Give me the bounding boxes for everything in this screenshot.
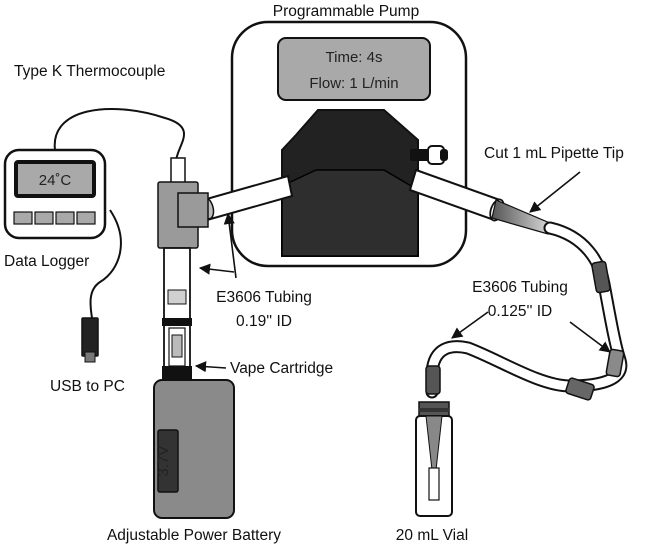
tubing-small-label-line2: 0.125'' ID <box>488 303 553 320</box>
logger-button <box>55 211 75 225</box>
logger-button <box>34 211 54 225</box>
logger-button <box>76 211 96 225</box>
tubing-large-label-line1: E3606 Tubing <box>216 289 312 306</box>
programmable-pump: Time: 4s Flow: 1 L/min <box>230 20 468 268</box>
tee-fitting <box>157 181 209 249</box>
usb-label: USB to PC <box>50 378 125 395</box>
pump-title-label: Programmable Pump <box>273 3 419 20</box>
thermocouple-label: Type K Thermocouple <box>14 63 165 80</box>
battery-display <box>157 429 179 493</box>
pump-head-lower <box>281 169 419 257</box>
usb-connector <box>81 317 99 357</box>
temperature-readout: 24˚C <box>39 172 72 189</box>
pump-flow-readout: Flow: 1 L/min <box>309 75 398 92</box>
pump-time-readout: Time: 4s <box>326 49 383 66</box>
arrow-vape-cartridge <box>194 361 227 373</box>
data-logger-label: Data Logger <box>4 253 89 270</box>
tubing-small-label-line1: E3606 Tubing <box>472 279 568 296</box>
arrow-tubing-small-left <box>451 311 489 339</box>
arrow-tubing-large-left <box>198 263 235 275</box>
usb-cable <box>89 209 122 319</box>
logger-button <box>13 211 33 225</box>
vial-label: 20 mL Vial <box>396 527 468 544</box>
arrow-pipette-tip <box>529 171 581 213</box>
vial <box>415 401 453 517</box>
arrow-tubing-large-right <box>223 212 237 279</box>
vape-cartridge-label: Vape Cartridge <box>230 360 333 377</box>
pipette-tip <box>491 199 553 235</box>
data-logger: 24˚C <box>3 148 107 240</box>
battery-label: Adjustable Power Battery <box>107 527 281 544</box>
vape-cartridge <box>162 247 192 380</box>
pump-display-screen <box>277 37 431 101</box>
tubing-small <box>425 221 628 401</box>
tubing-connector <box>425 365 441 395</box>
battery-voltage-readout: 3.7V <box>155 446 172 477</box>
tubing-connector <box>605 348 625 378</box>
pipette-tip-label: Cut 1 mL Pipette Tip <box>484 145 624 162</box>
thermocouple-wire <box>53 108 185 163</box>
arrow-tubing-small-right <box>569 321 611 353</box>
tubing-connector <box>591 260 611 294</box>
tubing-large-label-line2: 0.19'' ID <box>236 313 292 330</box>
tubing-connector <box>565 377 595 401</box>
adjustable-power-battery: 3.7V <box>153 379 235 519</box>
